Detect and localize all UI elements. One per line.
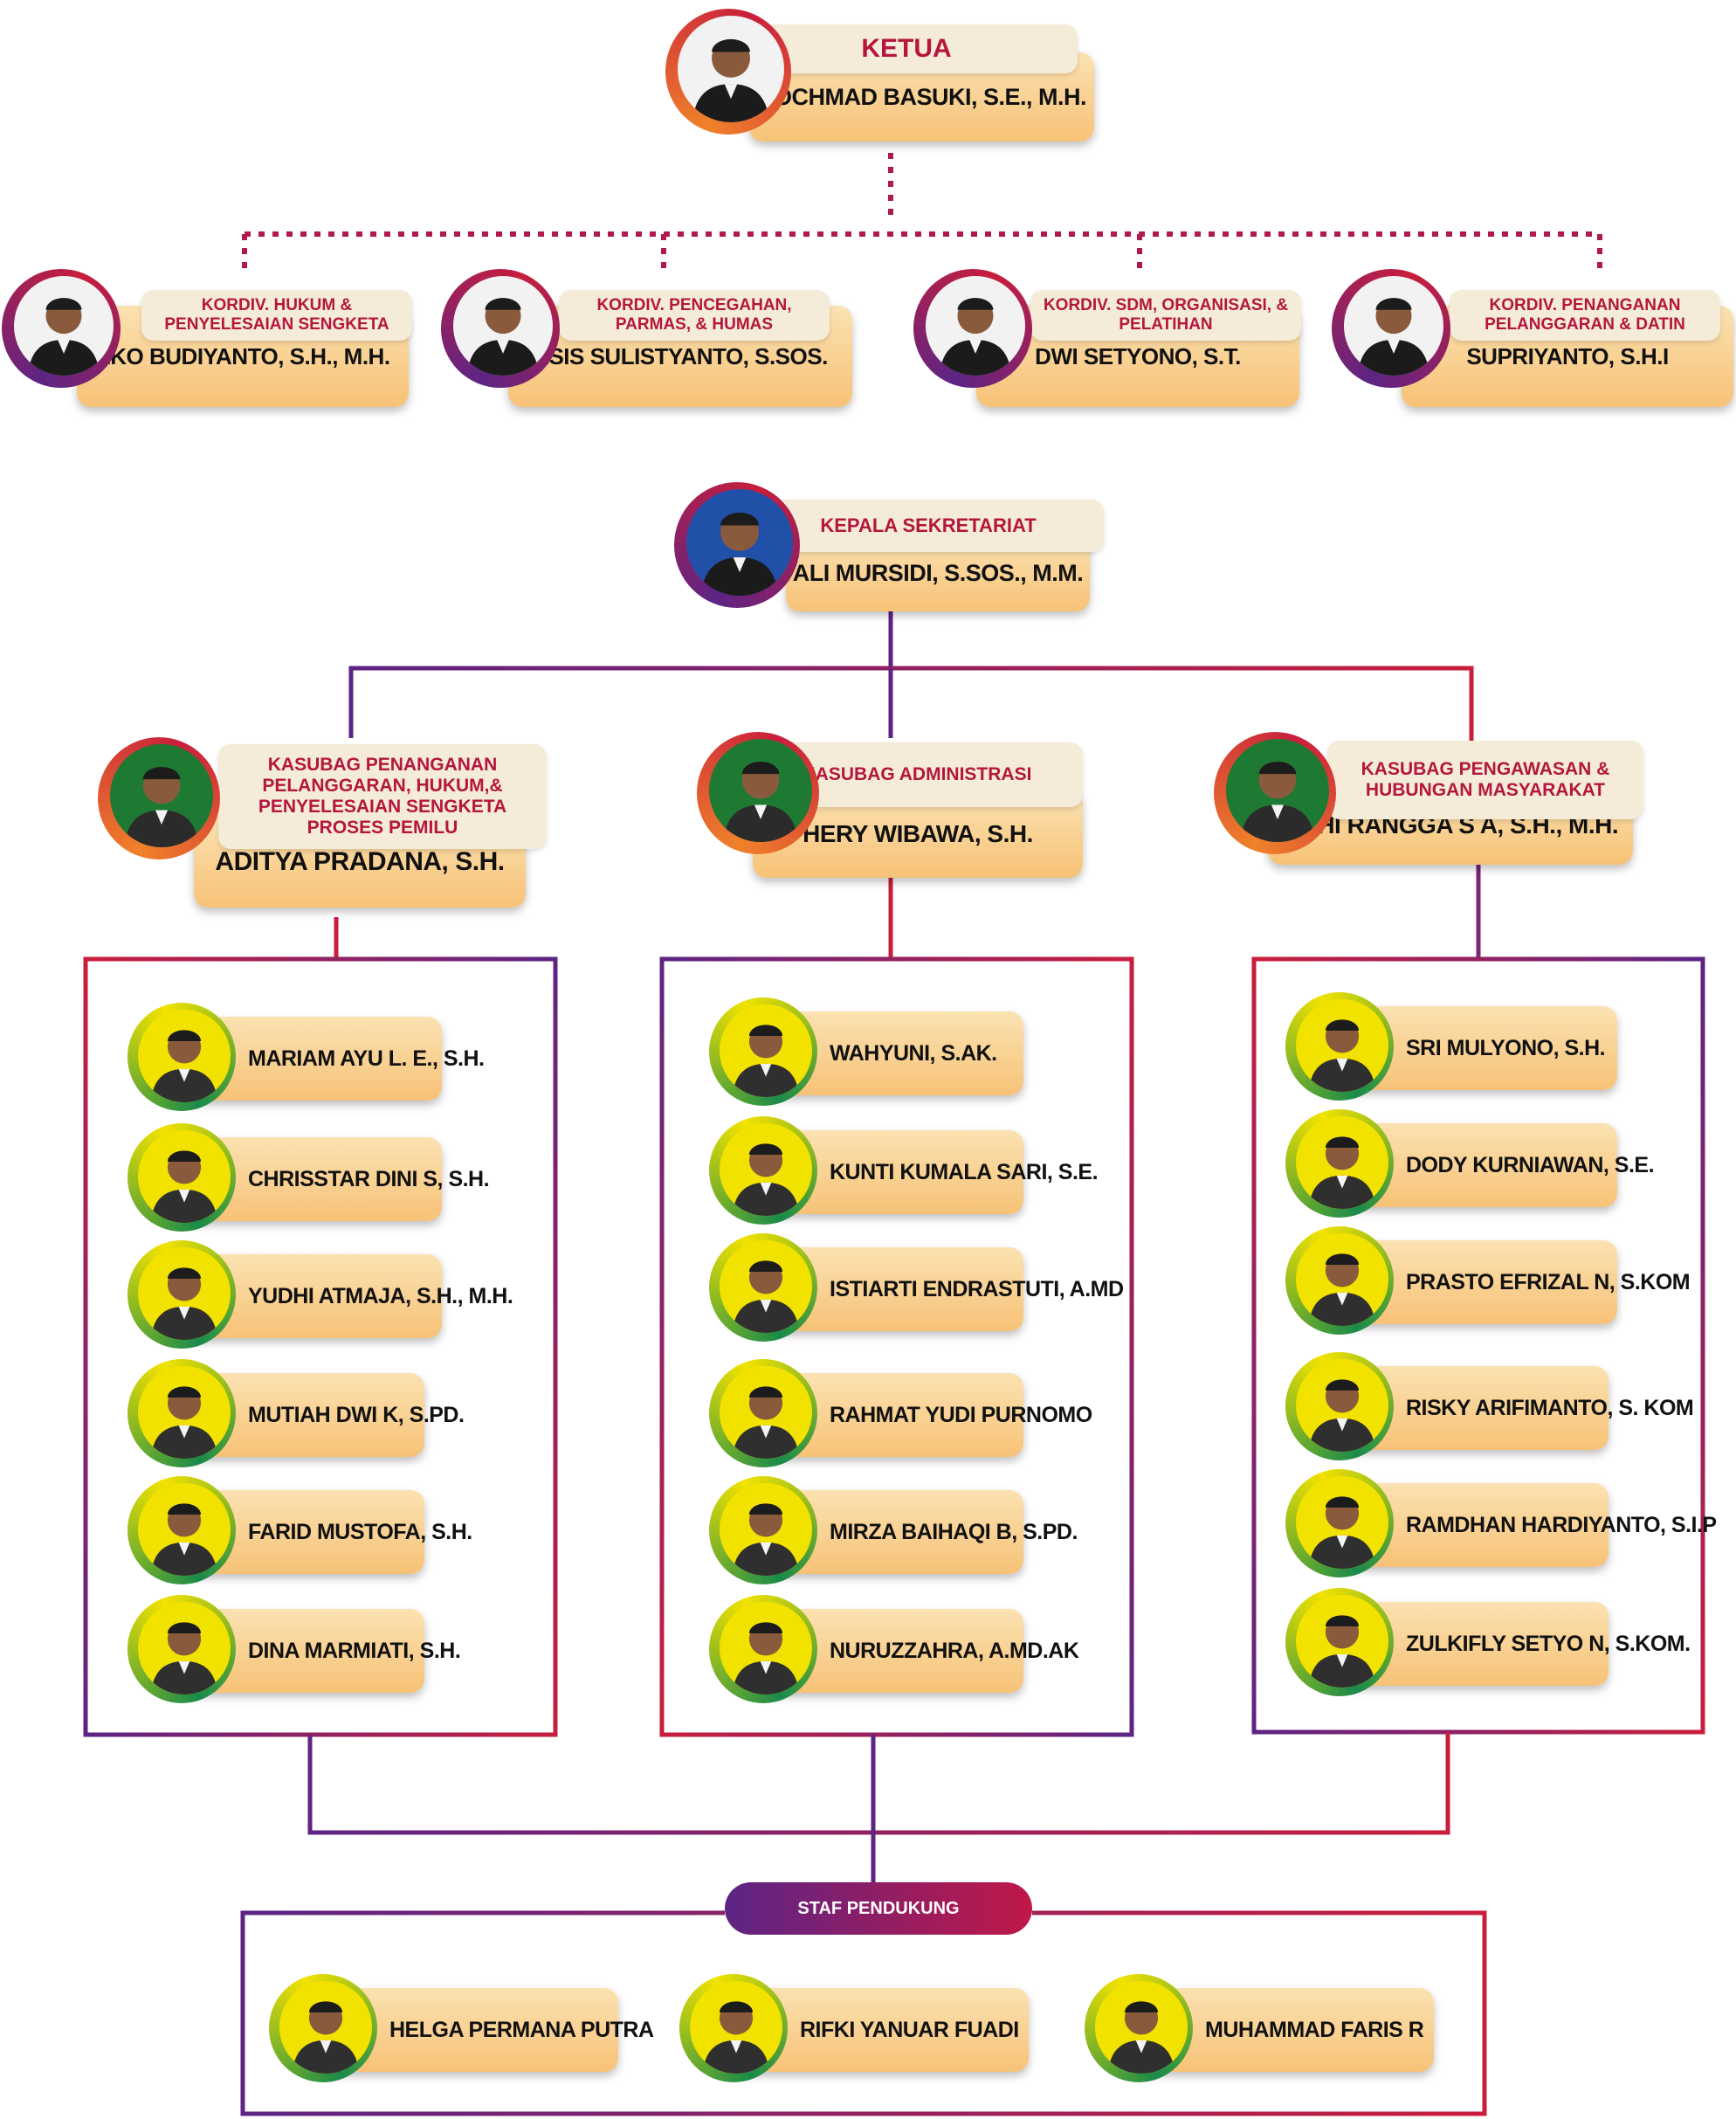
- person-icon: [453, 276, 553, 376]
- pendukung-box: [240, 1910, 1487, 2116]
- photo: [1296, 1476, 1388, 1569]
- photo: [720, 1123, 812, 1216]
- photo: [720, 1240, 812, 1333]
- person-icon: [720, 1004, 812, 1097]
- person-icon: [1296, 1233, 1388, 1326]
- photo: [138, 1366, 231, 1459]
- ketua-card-title: KETUA: [735, 24, 1078, 73]
- photo: [1296, 1116, 1388, 1209]
- kordiv-card-4-title: KORDIV. PENANGANAN PELANGGARAN & DATIN: [1450, 290, 1720, 341]
- photo: [720, 1366, 812, 1459]
- person-icon: [1296, 1595, 1388, 1688]
- person-icon: [926, 276, 1025, 376]
- photo: [1296, 999, 1388, 1092]
- kasubag-branch: [348, 666, 1474, 751]
- pendukung-2-name: RIFKI YANUAR FUADI: [732, 1988, 1029, 2072]
- sekretariat-card-title: KEPALA SEKRETARIAT: [753, 500, 1104, 552]
- photo: [1226, 739, 1329, 842]
- kasubag-card-1-title: KASUBAG PENANGANAN PELANGGARAN, HUKUM,& …: [218, 744, 547, 849]
- photo: [686, 489, 793, 596]
- person-icon: [138, 1602, 231, 1695]
- photo: [1296, 1233, 1388, 1326]
- person-icon: [138, 1247, 231, 1340]
- photo: [453, 276, 553, 376]
- person-icon: [1296, 1359, 1388, 1452]
- person-icon: [1095, 1981, 1188, 2074]
- photo: [1296, 1595, 1388, 1688]
- person-icon: [720, 1366, 812, 1459]
- person-icon: [138, 1366, 231, 1459]
- person-icon: [720, 1602, 812, 1695]
- photo: [709, 739, 812, 842]
- person-icon: [690, 1981, 782, 2074]
- staff-box-2: [659, 956, 1134, 1737]
- photo: [1095, 1981, 1188, 2074]
- person-icon: [138, 1130, 231, 1223]
- photo: [720, 1004, 812, 1097]
- person-icon: [720, 1240, 812, 1333]
- person-icon: [138, 1010, 231, 1102]
- kordiv-card-3-title: KORDIV. SDM, ORGANISASI, & PELATIHAN: [1030, 290, 1301, 341]
- staf-pendukung-label: STAF PENDUKUNG: [725, 1882, 1032, 1935]
- photo: [720, 1602, 812, 1695]
- person-icon: [720, 1483, 812, 1576]
- photo: [138, 1483, 231, 1576]
- photo: [279, 1981, 372, 2074]
- person-icon: [14, 276, 114, 376]
- staff-box-1: [83, 956, 558, 1737]
- photo: [138, 1010, 231, 1102]
- person-icon: [110, 744, 213, 847]
- person-icon: [686, 489, 793, 596]
- person-icon: [1344, 276, 1443, 376]
- photo: [1296, 1359, 1388, 1452]
- person-icon: [1296, 1116, 1388, 1209]
- person-icon: [1296, 999, 1388, 1092]
- kordiv-card-2-title: KORDIV. PENCEGAHAN, PARMAS, & HUMAS: [559, 290, 830, 341]
- person-icon: [678, 16, 784, 122]
- photo: [110, 744, 213, 847]
- person-icon: [1296, 1476, 1388, 1569]
- photo: [690, 1981, 782, 2074]
- person-icon: [138, 1483, 231, 1576]
- kordiv-card-1-title: KORDIV. HUKUM & PENYELESAIAN SENGKETA: [141, 290, 412, 341]
- photo: [14, 276, 114, 376]
- photo: [138, 1130, 231, 1223]
- photo: [678, 16, 784, 122]
- photo: [720, 1483, 812, 1576]
- photo: [138, 1602, 231, 1695]
- person-icon: [709, 739, 812, 842]
- photo: [138, 1247, 231, 1340]
- join-line: [307, 1732, 1450, 1835]
- kasubag-card-3-title: KASUBAG PENGAWASAN & HUBUNGAN MASYARAKAT: [1327, 741, 1643, 819]
- person-icon: [1226, 739, 1329, 842]
- photo: [1344, 276, 1443, 376]
- person-icon: [720, 1123, 812, 1216]
- dotted-connectors: [242, 153, 1602, 275]
- person-icon: [279, 1981, 372, 2074]
- photo: [926, 276, 1025, 376]
- staff-box-3: [1251, 956, 1705, 1735]
